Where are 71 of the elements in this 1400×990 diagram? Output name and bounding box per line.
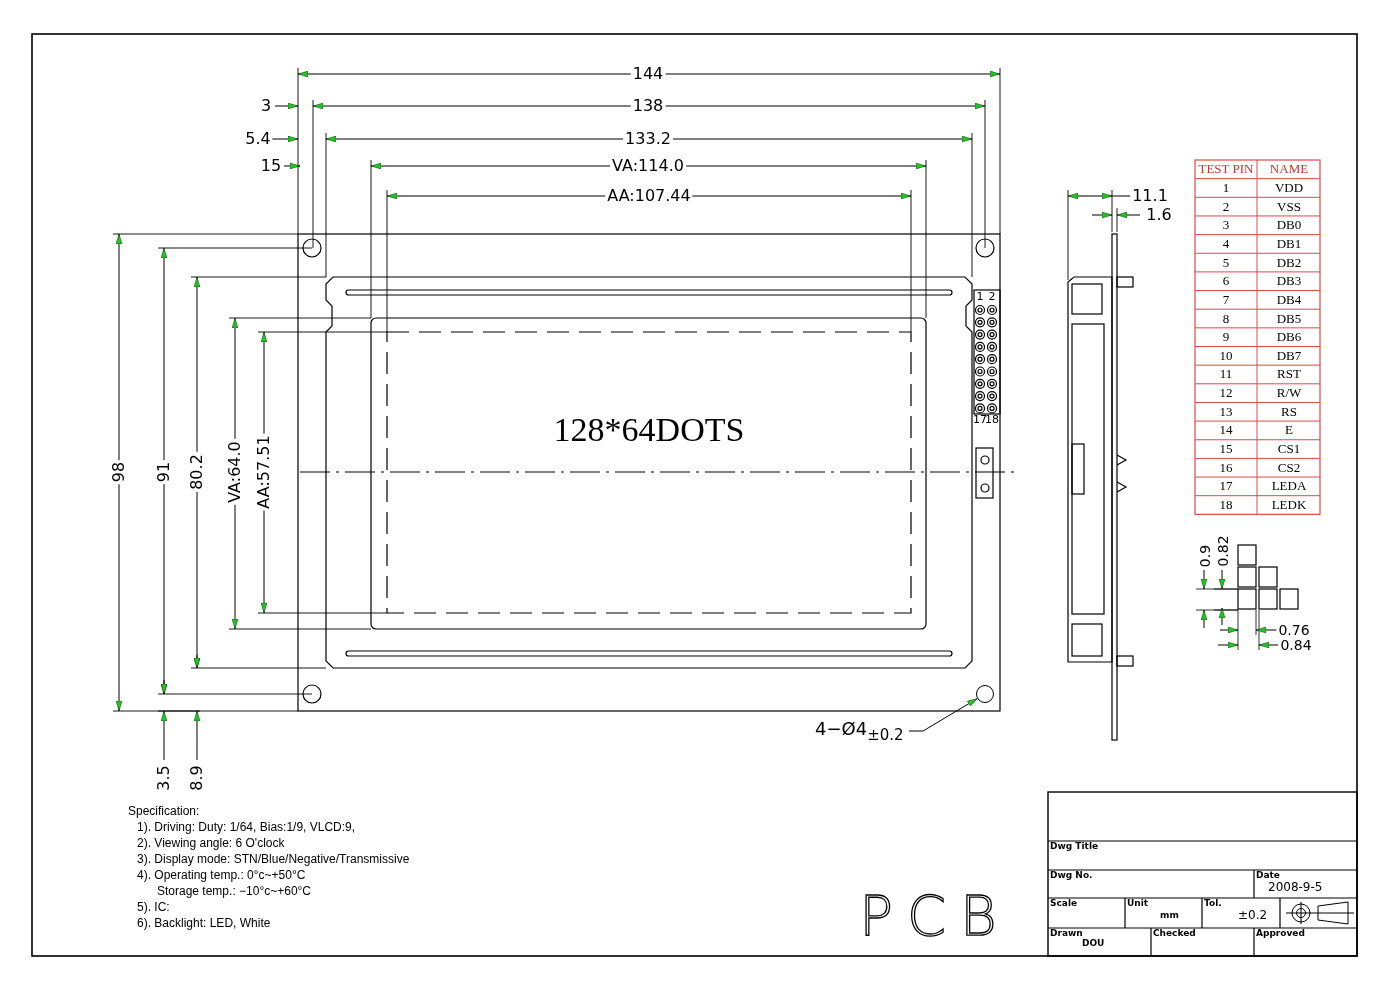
spec-text: 6). Backlight: LED, White [137, 917, 271, 930]
title-block-text: Dwg Title [1050, 842, 1099, 852]
title-block-text: Approved [1256, 929, 1305, 939]
table-cell: 11 [1219, 367, 1233, 382]
table-cell: 16 [1219, 460, 1233, 475]
table-cell: DB4 [1276, 293, 1302, 307]
table-cell: 10 [1219, 349, 1233, 363]
title-block-text: Date [1256, 871, 1280, 881]
spec-text: 2). Viewing angle: 6 O'clock [137, 837, 285, 850]
table-cell: DB7 [1276, 349, 1302, 363]
title-block-text: Checked [1153, 929, 1196, 939]
title-block-text: Drawn [1050, 929, 1083, 939]
spec-text: 5). IC: [137, 901, 170, 914]
table-cell: 15 [1219, 442, 1233, 456]
dimension-label: 0.76 [1276, 622, 1312, 638]
table-header: NAME [1269, 162, 1309, 176]
pin-number: 17 [973, 414, 987, 426]
table-cell: 5 [1222, 255, 1230, 270]
dimension-label: 0.9 [1197, 542, 1213, 570]
table-cell: CS1 [1277, 442, 1301, 456]
table-cell: 3 [1222, 218, 1230, 233]
display-text: 128*64DOTS [553, 412, 745, 448]
spec-text: 3). Display mode: STN/Blue/Negative/Transmissive [137, 853, 410, 866]
table-cell: 8 [1222, 311, 1230, 326]
table-cell: 13 [1219, 404, 1233, 419]
spec-text: 4). Operating temp.: 0°c~+50°C [137, 869, 306, 882]
spec-text: 1). Driving: Duty: 1/64, Bias:1/9, VLCD:9, [137, 821, 356, 834]
table-cell: LEDK [1271, 498, 1307, 512]
table-cell: 2 [1222, 199, 1230, 214]
spec-text: Storage temp.: −10°c~+60°C [157, 885, 312, 898]
table-cell: 12 [1219, 386, 1233, 400]
pin-number: 2 [988, 291, 996, 303]
title-block-text: Tol. [1204, 899, 1222, 909]
title-block-text: 2008-9-5 [1268, 881, 1323, 894]
title-block-text: DOU [1082, 939, 1105, 949]
table-cell: DB5 [1276, 311, 1302, 326]
table-cell: VSS [1277, 199, 1301, 214]
dimension-label: 0.82 [1215, 533, 1231, 569]
hole-callout-text: 4−Ø4$_{±0.2}$ [815, 720, 904, 744]
table-cell: DB3 [1276, 274, 1302, 289]
pin-number: 1 [976, 291, 984, 303]
pin-number: 18 [985, 414, 999, 426]
table-cell: 18 [1219, 498, 1233, 512]
view-label: PCB [859, 886, 1011, 946]
title-block-text: ±0.2 [1238, 909, 1268, 922]
table-header: TEST PIN [1198, 162, 1254, 176]
table-cell: E [1285, 423, 1293, 438]
table-cell: 4 [1222, 237, 1230, 251]
table-cell: CS2 [1277, 460, 1301, 475]
table-cell: 9 [1222, 330, 1230, 344]
table-cell: DB1 [1276, 237, 1302, 251]
table-cell: VDD [1274, 181, 1304, 195]
table-cell: DB6 [1276, 330, 1302, 344]
spec-text: Specification: [128, 805, 200, 818]
table-cell: 6 [1222, 274, 1230, 289]
title-block-text: Unit [1127, 899, 1149, 909]
table-cell: R/W [1276, 386, 1302, 400]
title-block-text: mm [1160, 911, 1179, 921]
table-cell: 7 [1222, 293, 1230, 307]
table-cell: 17 [1219, 479, 1233, 494]
dimension-label: 0.84 [1278, 637, 1314, 653]
table-cell: DB0 [1276, 218, 1302, 233]
table-cell: 1 [1222, 181, 1230, 195]
title-block-text: Scale [1050, 899, 1078, 909]
table-cell: 14 [1219, 423, 1233, 438]
title-block-text: Dwg No. [1050, 871, 1093, 881]
table-cell: RST [1277, 367, 1301, 382]
table-cell: LEDA [1271, 479, 1307, 494]
table-cell: DB2 [1276, 255, 1302, 270]
leader-line [908, 698, 978, 732]
table-cell: RS [1281, 404, 1297, 419]
